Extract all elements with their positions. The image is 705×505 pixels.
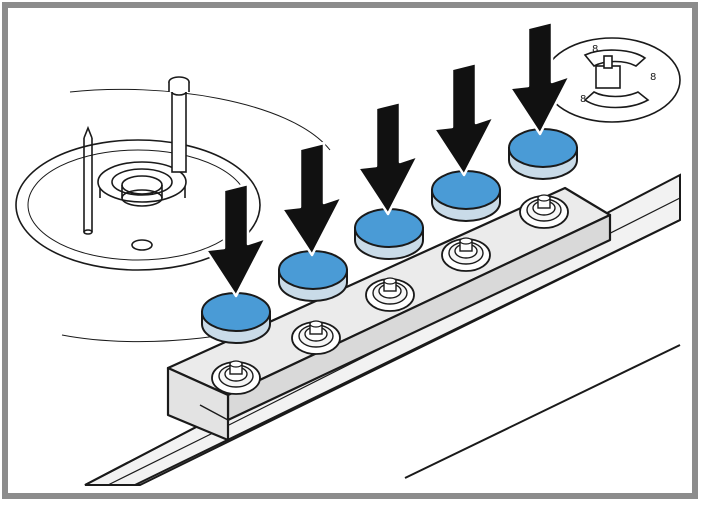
screws-group xyxy=(211,194,569,395)
foam-pad-icon xyxy=(508,128,578,180)
arrows-group xyxy=(204,20,572,298)
floor-lines xyxy=(404,344,681,479)
hub-top-right: 8 8 8 xyxy=(543,37,681,123)
screw-icon xyxy=(365,277,415,312)
press-down-arrow-icon xyxy=(432,61,496,177)
press-down-arrow-icon xyxy=(356,100,420,216)
pads-group xyxy=(201,128,578,344)
turntable-left xyxy=(15,76,341,343)
svg-text:8: 8 xyxy=(580,94,586,105)
press-down-arrow-icon xyxy=(204,182,268,298)
foam-pad-icon xyxy=(354,208,424,260)
foam-pad-icon xyxy=(278,250,348,302)
press-down-arrow-icon xyxy=(508,20,572,136)
screw-icon xyxy=(519,194,569,229)
screw-icon xyxy=(441,237,491,272)
press-down-arrow-icon xyxy=(280,141,344,257)
foam-pad-icon xyxy=(431,170,501,222)
foam-pad-icon xyxy=(201,292,271,344)
screw-icon xyxy=(211,360,261,395)
screw-icon xyxy=(291,320,341,355)
svg-text:8: 8 xyxy=(650,72,656,83)
svg-text:8: 8 xyxy=(592,44,598,55)
